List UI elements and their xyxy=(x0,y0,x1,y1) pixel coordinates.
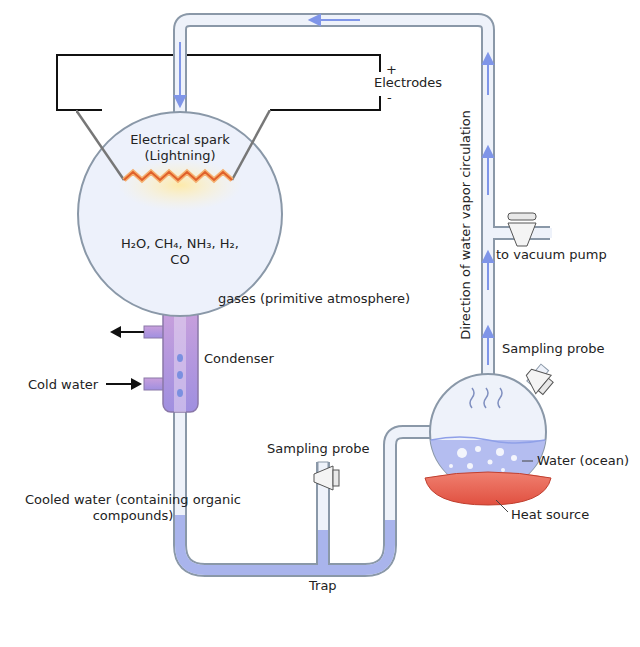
glass-tube-inner xyxy=(180,20,552,570)
terminal-minus: - xyxy=(387,90,392,106)
electrode xyxy=(232,110,270,180)
electrode xyxy=(76,110,124,180)
wire xyxy=(57,55,380,110)
water-surface xyxy=(431,437,545,443)
spark-label: Electrical spark (Lightning) xyxy=(105,132,255,164)
leader-line xyxy=(522,461,533,462)
wire xyxy=(270,96,380,110)
glass-tube xyxy=(180,20,550,570)
spark-halo xyxy=(124,172,232,180)
trap-label: Trap xyxy=(309,578,337,594)
condenser-label: Condenser xyxy=(204,351,274,367)
cooled-water-label: Cooled water (containing organic compoun… xyxy=(8,492,258,524)
probe-label: Sampling probe xyxy=(502,341,605,357)
probe-label: Sampling probe xyxy=(267,441,370,457)
cold-water-label: Cold water xyxy=(28,377,98,393)
condenser-port xyxy=(144,326,164,338)
gas-formula: H₂O, CH₄, NH₃, H₂, CO xyxy=(120,236,240,268)
bubbles xyxy=(449,446,517,472)
circulation-label: Direction of water vapor circulation xyxy=(458,110,474,340)
stopcock-handle xyxy=(333,470,339,486)
spark xyxy=(124,172,232,180)
gases-label: gases (primitive atmosphere) xyxy=(218,291,410,307)
arrowhead xyxy=(110,326,121,338)
valve xyxy=(508,223,536,246)
heat-source-label: Heat source xyxy=(511,507,589,523)
reaction-sphere: Electrical spark (Lightning) H₂O, CH₄, NH… xyxy=(76,110,284,318)
heat-source xyxy=(425,472,551,505)
trap-water xyxy=(180,515,390,570)
condenser-tube xyxy=(174,308,186,412)
electrodes-label: Electrodes xyxy=(374,75,442,91)
spark-glow xyxy=(118,159,242,211)
arrowhead xyxy=(131,378,142,390)
droplets xyxy=(177,354,183,397)
condenser-port xyxy=(144,378,164,390)
valve-handle xyxy=(508,213,536,220)
steam xyxy=(470,388,502,408)
stopcock xyxy=(314,466,333,490)
flow-arrow xyxy=(118,331,144,333)
condenser-jacket xyxy=(163,308,198,412)
ocean-label: Water (ocean) xyxy=(537,453,629,469)
vacuum-label: to vacuum pump xyxy=(496,247,607,263)
flow-arrow xyxy=(106,383,134,385)
flask-probe xyxy=(521,362,557,398)
leader-line xyxy=(496,500,508,512)
